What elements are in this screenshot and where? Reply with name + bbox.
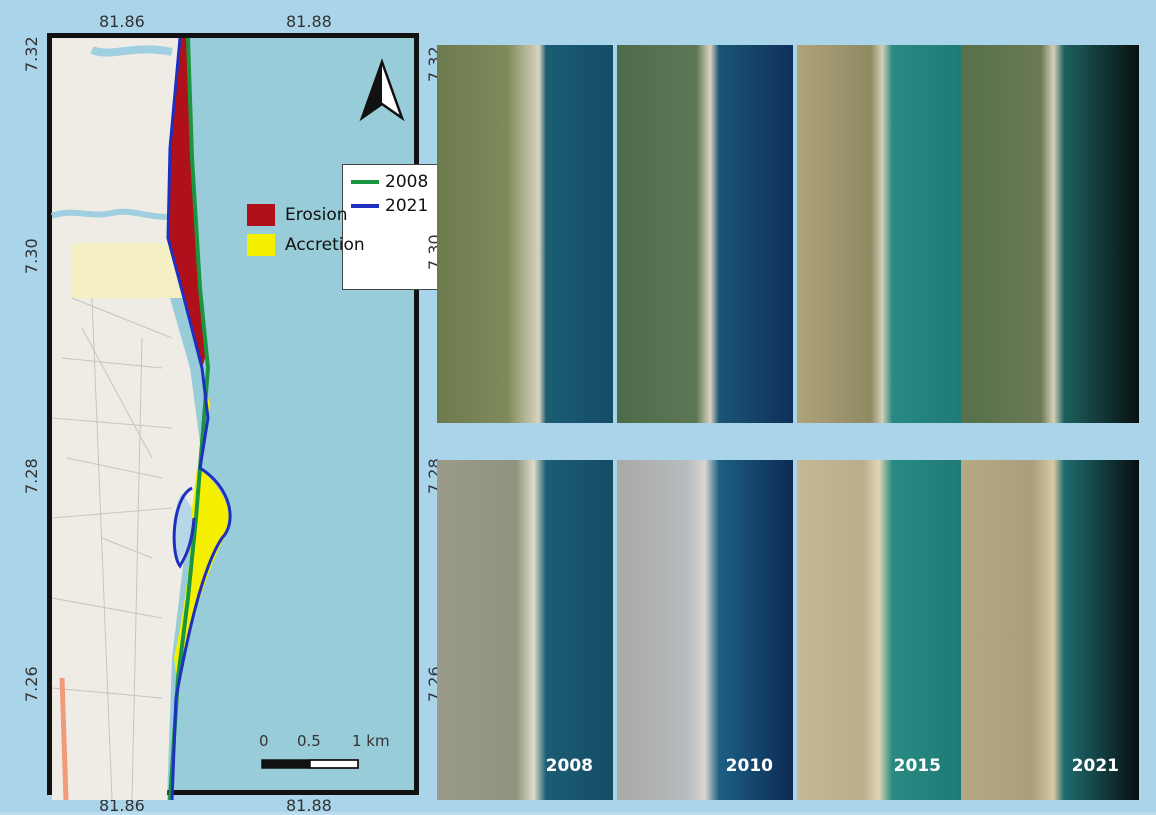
- map-y-tick-3: 7.28: [22, 458, 41, 494]
- legend-swatch-accretion: [247, 234, 275, 256]
- shoreline-2008: [168, 37, 211, 801]
- river: [50, 208, 178, 220]
- map-y-tick-4: 7.26: [22, 666, 41, 702]
- map-x-tick-top-1: 81.86: [99, 12, 145, 31]
- legend-label-accretion: Accretion: [285, 235, 365, 255]
- shoreline-2021-lagoon: [172, 486, 196, 569]
- shoreline-2021: [166, 37, 232, 801]
- legend-item-2008: 2008: [343, 171, 428, 193]
- legend-swatch-erosion: [247, 204, 275, 226]
- legend-swatch-2021: [351, 204, 379, 208]
- satellite-top-2010: [617, 45, 793, 423]
- year-label-2010: 2010: [725, 756, 773, 776]
- legend-label-2008: 2008: [385, 172, 429, 192]
- map-canvas: [50, 37, 405, 801]
- satellite-image-grid: 2008 2010 2015 2021: [437, 45, 1143, 803]
- legend-patches: Erosion Accretion: [247, 204, 407, 260]
- river-north: [90, 45, 173, 57]
- year-label-2021: 2021: [1071, 756, 1119, 776]
- legend-label-2021: 2021: [385, 196, 429, 216]
- north-arrow-icon: [359, 58, 405, 122]
- year-label-2008: 2008: [545, 756, 593, 776]
- map-x-tick-bottom-1: 81.86: [99, 796, 145, 815]
- legend-item-2021: 2021: [343, 195, 428, 217]
- scale-label-0: 0: [259, 732, 269, 750]
- shoreline-map: 0 0.5 1 km 2008 2021 Erosion Accretion: [47, 33, 442, 801]
- roads: [51, 297, 173, 801]
- scale-label-half: 0.5: [297, 732, 321, 750]
- campus-area: [72, 243, 182, 298]
- map-legend: 2008 2021: [342, 164, 442, 290]
- satellite-bottom-2008: 2008: [437, 460, 613, 800]
- satellite-top-2015: [797, 45, 961, 423]
- year-label-2015: 2015: [893, 756, 941, 776]
- satellite-bottom-2021: 2021: [961, 460, 1139, 800]
- map-x-tick-bottom-2: 81.88: [286, 796, 332, 815]
- map-x-tick-top-2: 81.88: [286, 12, 332, 31]
- satellite-top-2008: [437, 45, 613, 423]
- legend-label-erosion: Erosion: [285, 205, 348, 225]
- land-area: [52, 38, 202, 800]
- scale-bar: [261, 759, 359, 769]
- accretion-area-1: [174, 468, 231, 678]
- satellite-top-2021: [961, 45, 1139, 423]
- satellite-bottom-2015: 2015: [797, 460, 961, 800]
- scale-label-km: 1 km: [352, 732, 390, 750]
- orange-road: [59, 677, 69, 801]
- legend-swatch-2008: [351, 180, 379, 184]
- map-y-tick-1: 7.32: [22, 36, 41, 72]
- satellite-bottom-2010: 2010: [617, 460, 793, 800]
- map-y-tick-2: 7.30: [22, 238, 41, 274]
